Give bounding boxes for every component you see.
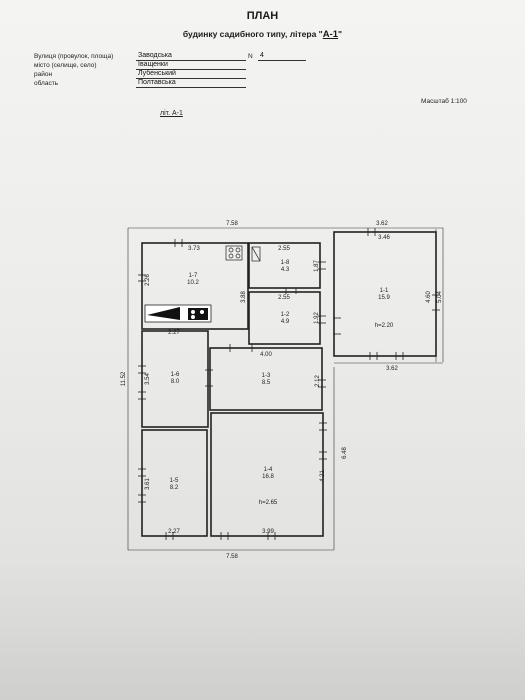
room-id: 1-3 xyxy=(262,373,271,379)
room-id: 1-5 xyxy=(170,478,179,484)
svg-text:3.88: 3.88 xyxy=(241,291,247,303)
sink-icon xyxy=(251,246,261,262)
svg-text:4.00: 4.00 xyxy=(260,352,272,358)
room-id: 1-4 xyxy=(264,467,273,473)
svg-text:2.27: 2.27 xyxy=(168,529,180,535)
room-labels: 1-7 10.2 1-8 4.3 1-2 4.9 1-1 15.9 1-6 8.… xyxy=(170,260,394,506)
svg-text:11.52: 11.52 xyxy=(121,371,127,386)
svg-text:1.92: 1.92 xyxy=(314,312,320,324)
svg-text:3.46: 3.46 xyxy=(378,235,390,241)
svg-text:7.58: 7.58 xyxy=(226,554,238,560)
svg-text:3.61: 3.61 xyxy=(145,478,151,490)
svg-text:3.62: 3.62 xyxy=(386,366,398,372)
room-area: 15.9 xyxy=(378,295,390,301)
svg-text:2.26: 2.26 xyxy=(145,274,151,286)
svg-text:3.99: 3.99 xyxy=(262,529,274,535)
svg-text:3.62: 3.62 xyxy=(376,221,388,227)
city-label: місто (селище, село) xyxy=(34,62,97,69)
svg-text:2.55: 2.55 xyxy=(278,246,290,252)
district-label: район xyxy=(34,71,53,78)
room-area: 8.0 xyxy=(171,379,180,385)
region-value: Полтавська xyxy=(136,79,246,88)
svg-text:2.55: 2.55 xyxy=(278,295,290,301)
document-title: ПЛАН xyxy=(246,10,279,22)
svg-text:1.87: 1.87 xyxy=(314,260,320,272)
svg-text:6.48: 6.48 xyxy=(342,447,348,459)
svg-text:5.04: 5.04 xyxy=(437,291,443,303)
svg-text:4.60: 4.60 xyxy=(426,291,432,303)
dimension-labels: 7.58 3.62 3.73 2.55 2.55 3.46 2.27 4.00 … xyxy=(121,221,443,560)
stove xyxy=(144,304,212,323)
svg-text:2.27: 2.27 xyxy=(168,330,180,336)
gas-stove-icon xyxy=(225,245,243,261)
plan-letter-label: літ. А-1 xyxy=(160,110,183,117)
region-label: область xyxy=(34,80,59,87)
svg-text:4.21: 4.21 xyxy=(320,470,326,482)
room-area: 10.2 xyxy=(187,280,199,286)
room-id: 1-8 xyxy=(281,260,290,266)
room-area: 8.5 xyxy=(262,380,271,386)
svg-text:3.54: 3.54 xyxy=(145,373,151,385)
district-value: Лубенський xyxy=(136,70,246,79)
room-area: 8.2 xyxy=(170,485,179,491)
svg-text:3.73: 3.73 xyxy=(188,246,200,252)
city-value: Іващенки xyxy=(136,61,246,70)
windows xyxy=(138,228,440,540)
room-area: 4.9 xyxy=(281,319,290,325)
svg-text:7.58: 7.58 xyxy=(226,221,238,227)
number-label: N xyxy=(248,53,253,60)
room-area: 4.3 xyxy=(281,267,290,273)
room-id: 1-1 xyxy=(380,288,389,294)
svg-text:2.12: 2.12 xyxy=(315,375,321,387)
room-id: 1-2 xyxy=(281,312,290,318)
dimension-frame xyxy=(127,227,444,551)
ceiling-height: h=2.20 xyxy=(375,323,394,329)
number-value: 4 xyxy=(258,52,306,61)
street-label: Вулиця (провулок, площа) xyxy=(34,53,114,60)
walls xyxy=(141,231,437,537)
room-id: 1-6 xyxy=(171,372,180,378)
building-letter: А-1 xyxy=(322,29,339,40)
room-id: 1-7 xyxy=(189,273,198,279)
door-marks xyxy=(205,288,341,387)
document-subtitle: будинку садибного типу, літера "А-1" xyxy=(182,29,343,40)
scale-label: Масштаб 1:100 xyxy=(421,98,467,105)
room-area: 16.8 xyxy=(262,474,274,480)
street-value: Заводська xyxy=(136,52,246,61)
ceiling-height: h=2.65 xyxy=(259,500,278,506)
